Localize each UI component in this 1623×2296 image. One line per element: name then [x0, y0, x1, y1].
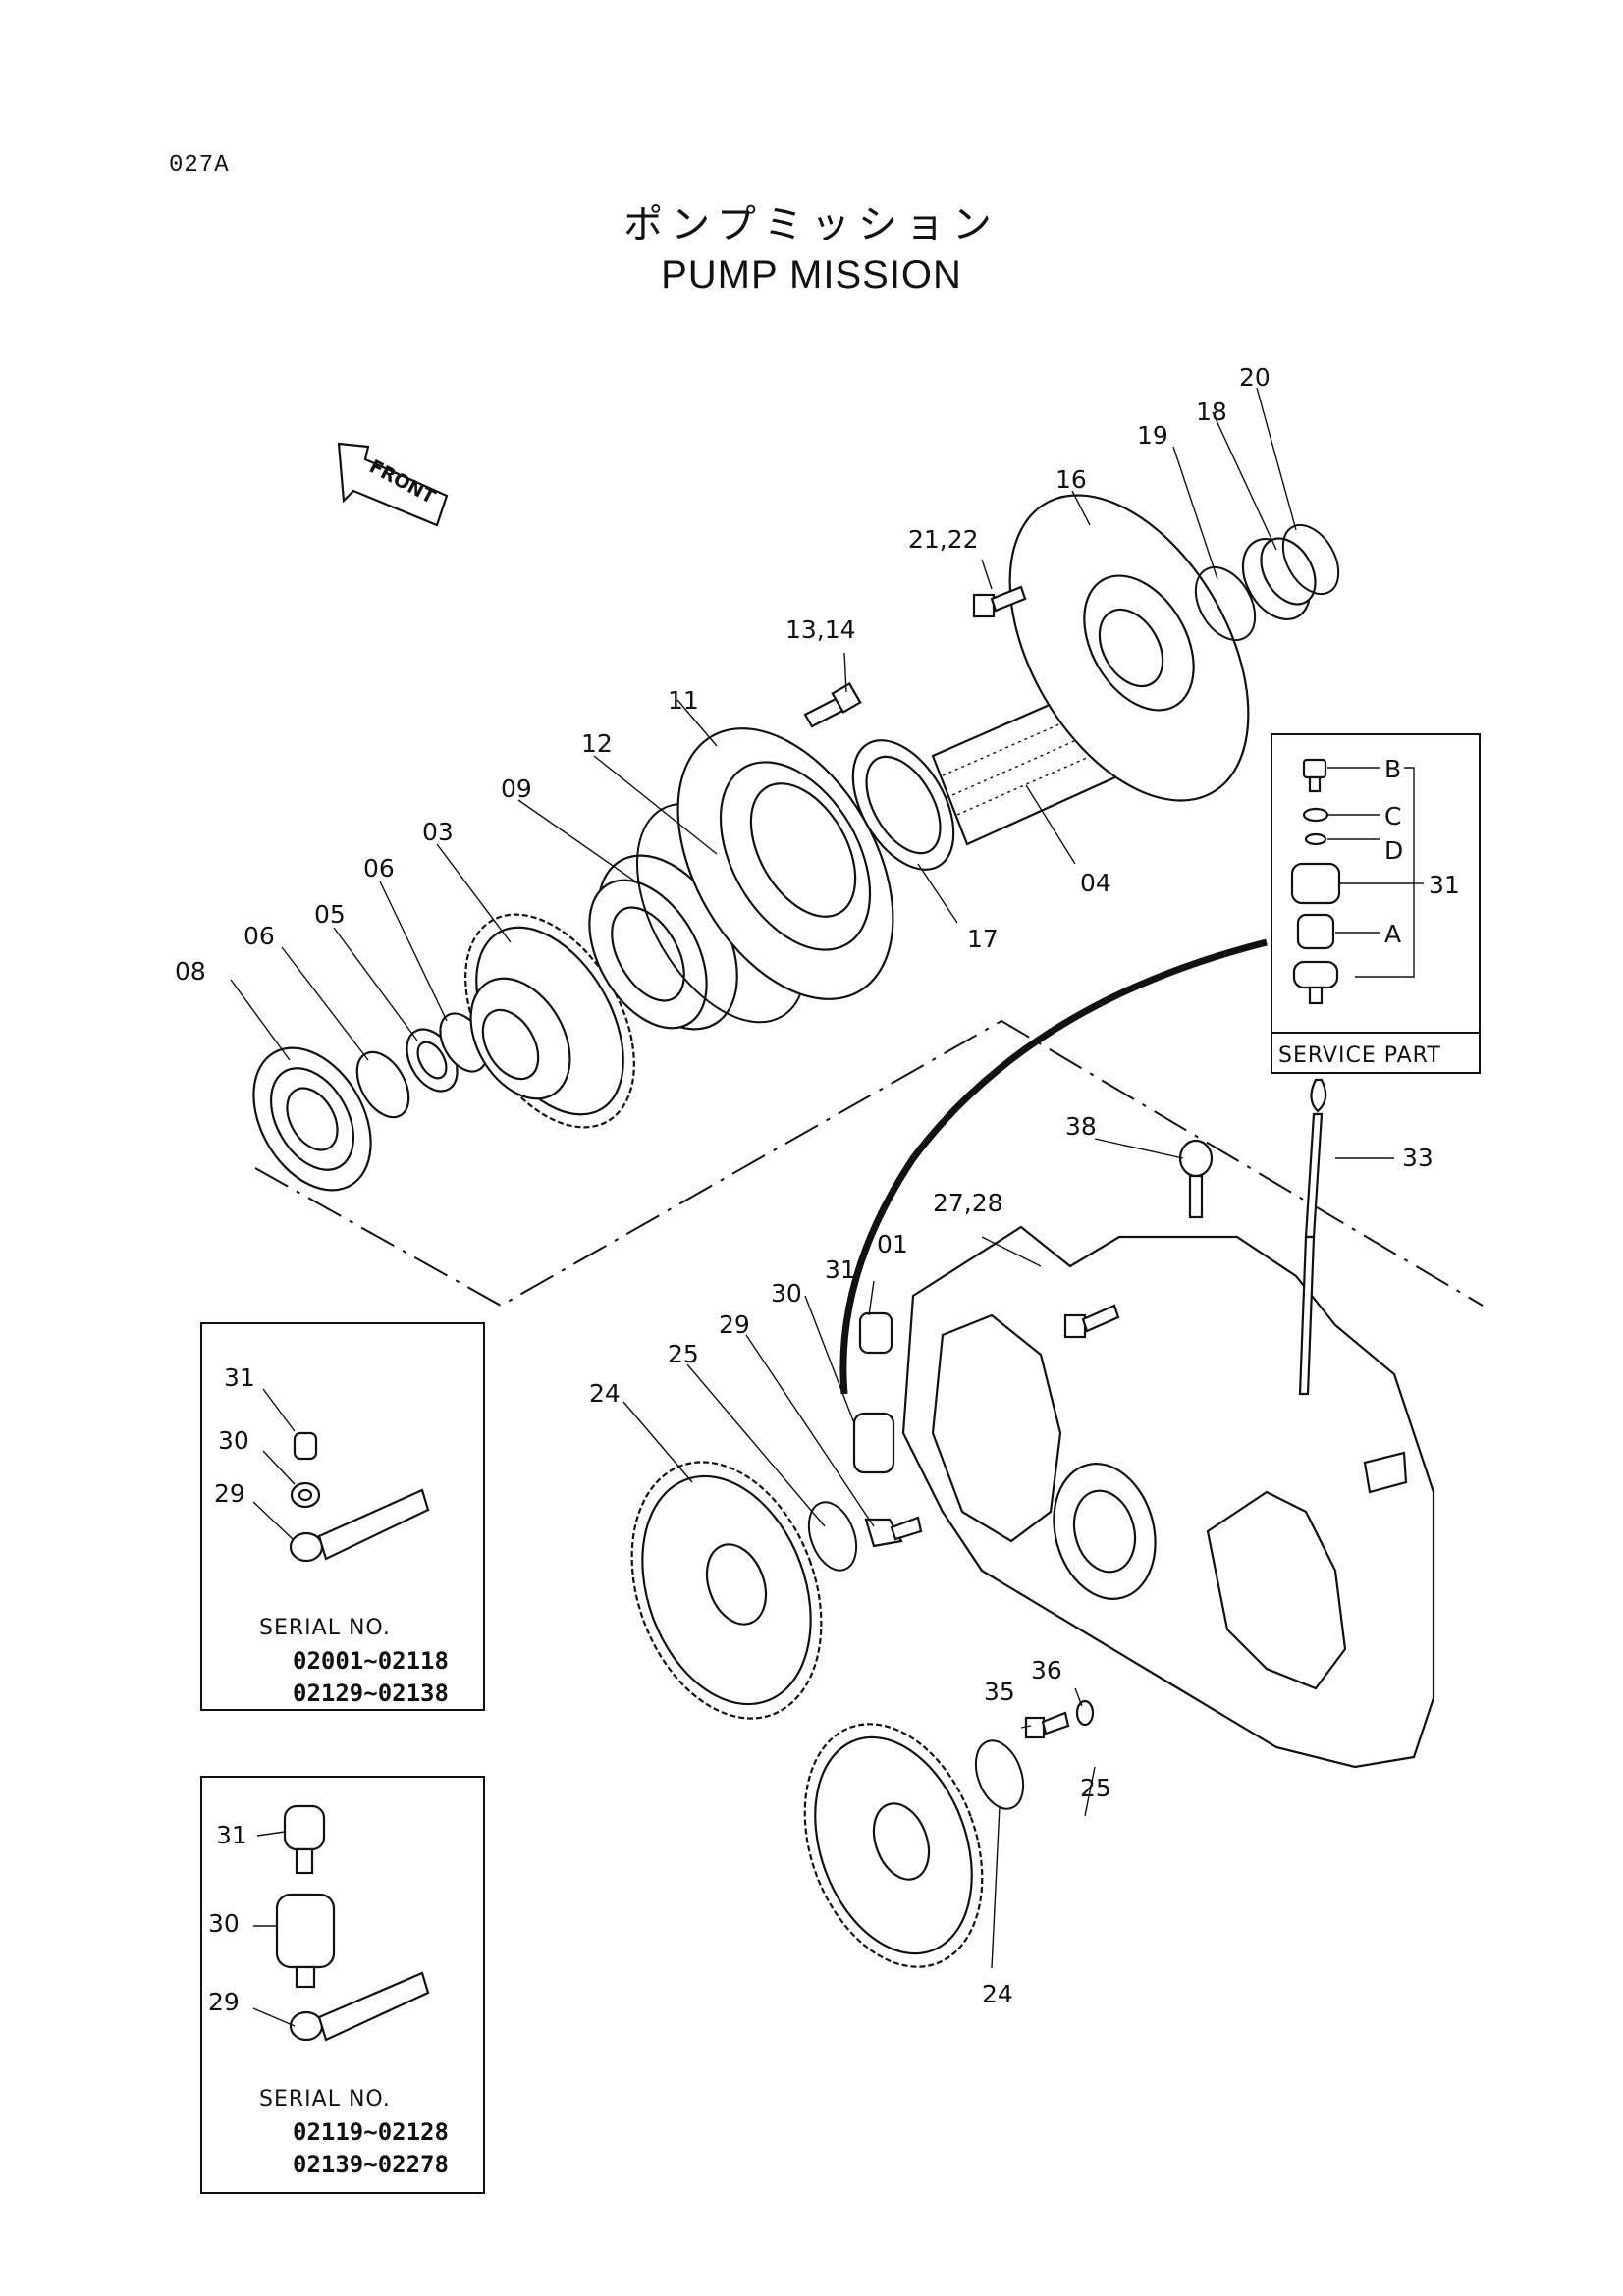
service-label-c: C — [1384, 802, 1401, 830]
box1-label-30: 30 — [218, 1426, 249, 1455]
service-part-box: B C D 31 A SERVICE PART — [1271, 733, 1481, 1074]
sleeve-a — [1296, 913, 1335, 950]
callout-labels: 08 06 05 06 03 09 12 11 13,14 21,22 16 1… — [175, 363, 1434, 2008]
callout-24-lower: 24 — [982, 1980, 1013, 2008]
callout-09: 09 — [501, 774, 532, 803]
pump-mission-case-01 — [901, 1225, 1435, 1769]
callout-33: 33 — [1402, 1144, 1434, 1172]
oil-seal-17 — [851, 739, 955, 871]
washer-d — [1304, 832, 1327, 846]
bearing-08 — [252, 1046, 372, 1192]
filter-30-main — [852, 1412, 895, 1474]
callout-38: 38 — [1065, 1112, 1097, 1141]
callout-24-upper: 24 — [589, 1379, 621, 1408]
sensor-31-box1 — [293, 1431, 318, 1461]
sensor-31-main — [858, 1311, 893, 1355]
serial-box-2: 31 30 29 SERIAL NO. 02119~02128 02139~02… — [200, 1776, 485, 2194]
callout-25-upper: 25 — [668, 1340, 699, 1368]
serial-box-1: 31 30 29 SERIAL NO. 02001~02118 02129~02… — [200, 1322, 485, 1711]
sensor-base — [1292, 960, 1339, 989]
box2-label-30: 30 — [208, 1909, 240, 1938]
callout-06-right: 06 — [363, 854, 395, 882]
snap-ring-20 — [1281, 523, 1340, 596]
snap-ring-25-upper — [807, 1501, 858, 1572]
service-label-a: A — [1384, 920, 1401, 948]
callout-06-left: 06 — [243, 922, 275, 950]
sensor-31-box2 — [283, 1804, 326, 1851]
title-japanese: ポンプミッション — [623, 202, 1000, 247]
callout-08: 08 — [175, 957, 206, 986]
callout-30: 30 — [771, 1279, 802, 1308]
page-code: 027A — [169, 152, 230, 179]
callout-20: 20 — [1239, 363, 1271, 392]
callout-27-28: 27,28 — [933, 1189, 1003, 1217]
box1-serial-range-1: 02001~02118 — [293, 1647, 449, 1675]
callout-29: 29 — [719, 1310, 750, 1339]
callout-16: 16 — [1055, 465, 1087, 494]
box2-serial-range-2: 02139~02278 — [293, 2151, 449, 2178]
screw-b — [1302, 758, 1327, 779]
service-part-title: SERVICE PART — [1278, 1043, 1441, 1068]
box2-label-31: 31 — [216, 1821, 247, 1849]
callout-25-lower: 25 — [1080, 1774, 1111, 1802]
gear-24-lower — [803, 1723, 984, 1968]
elbow-29-main — [864, 1516, 923, 1548]
bolt-35 — [1024, 1711, 1070, 1739]
callout-03: 03 — [422, 818, 454, 846]
service-label-31: 31 — [1429, 871, 1460, 899]
gear-24-upper — [630, 1461, 823, 1720]
bolt-13-14 — [803, 681, 862, 728]
box1-label-29: 29 — [214, 1479, 245, 1508]
callout-17: 17 — [967, 925, 999, 953]
callout-11: 11 — [668, 686, 699, 715]
bolt-21-22 — [972, 585, 1027, 618]
filter-30-box2 — [275, 1893, 336, 1969]
callout-01: 01 — [877, 1230, 908, 1258]
callout-05: 05 — [314, 900, 346, 929]
o-ring-19 — [1194, 566, 1257, 641]
box1-serial-label: SERIAL NO. — [259, 1616, 391, 1640]
box2-serial-label: SERIAL NO. — [259, 2087, 391, 2111]
elbow-29-box1 — [289, 1531, 324, 1563]
front-direction-arrow: FRONT — [337, 442, 449, 527]
washer-36 — [1075, 1699, 1095, 1727]
callout-18: 18 — [1196, 398, 1227, 426]
box2-serial-range-1: 02119~02128 — [293, 2118, 449, 2146]
callout-19: 19 — [1137, 421, 1168, 450]
callout-04: 04 — [1080, 869, 1111, 897]
callout-21-22: 21,22 — [908, 525, 979, 554]
callout-36: 36 — [1031, 1656, 1062, 1684]
title-english: PUMP MISSION — [661, 253, 962, 296]
box2-label-29: 29 — [208, 1988, 240, 2016]
callout-12: 12 — [581, 729, 613, 758]
cap-18 — [1241, 537, 1317, 621]
service-label-b: B — [1384, 755, 1401, 783]
snap-ring-25-lower — [974, 1739, 1025, 1810]
washer-c — [1302, 807, 1329, 823]
elbow-29-box2 — [289, 2010, 324, 2042]
gear-03 — [464, 913, 635, 1129]
box1-label-31: 31 — [224, 1363, 255, 1392]
snap-ring-06-left — [355, 1050, 410, 1119]
bolt-27-28 — [1063, 1304, 1120, 1339]
callout-35: 35 — [984, 1678, 1015, 1706]
service-label-d: D — [1384, 836, 1403, 865]
cover-16 — [1008, 494, 1250, 802]
callout-31: 31 — [825, 1255, 856, 1284]
dipstick-33 — [1298, 1078, 1327, 1396]
leader-lines — [230, 387, 1394, 1969]
eye-bolt-38 — [1178, 1139, 1214, 1219]
callout-13-14: 13,14 — [785, 615, 856, 644]
box1-serial-range-2: 02129~02138 — [293, 1680, 449, 1707]
bearing-housing-11 — [676, 727, 894, 1000]
sensor-head — [1290, 862, 1341, 905]
